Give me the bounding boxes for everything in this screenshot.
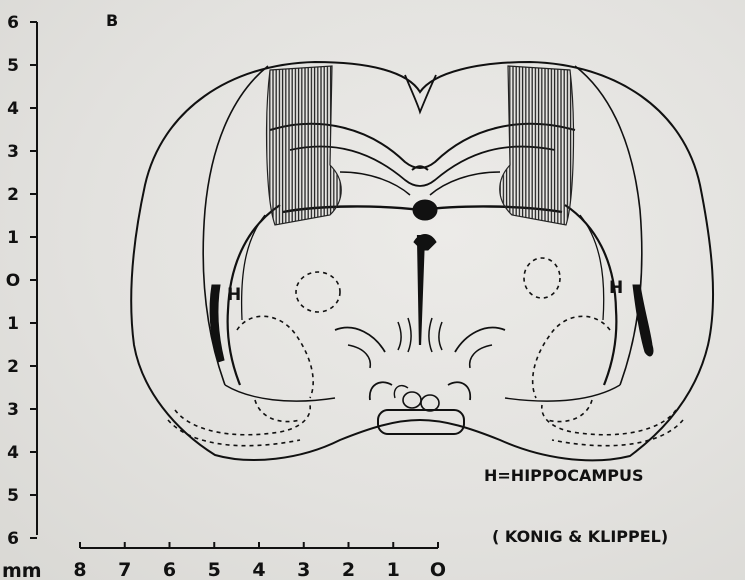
x-tick-label: O: [430, 559, 446, 580]
panel-label: B: [106, 11, 118, 30]
y-tick-label: 5: [7, 486, 19, 506]
dashed-nuclei: [168, 258, 683, 446]
y-tick-label: 4: [7, 99, 19, 119]
x-axis: 8 7 6 5 4 3 2 1 O mm: [2, 542, 446, 580]
x-tick-label: 4: [252, 559, 265, 580]
y-tick-label: 1: [7, 228, 19, 248]
y-tick-label: 4: [7, 443, 19, 463]
y-tick-label: 3: [7, 142, 19, 162]
x-tick-label: 2: [342, 559, 355, 580]
y-tick-label: 3: [7, 400, 19, 420]
y-tick-label: 6: [7, 529, 19, 549]
y-tick-label: 2: [7, 357, 19, 377]
y-tick-label: 5: [7, 56, 19, 76]
brain-outline: [131, 62, 713, 460]
x-axis-unit: mm: [2, 560, 42, 580]
y-tick-label: 2: [7, 185, 19, 205]
x-tick-label: 3: [297, 559, 310, 580]
credit-text: ( KONIG & KLIPPEL): [492, 527, 668, 546]
y-tick-label: O: [6, 271, 20, 291]
y-tick-label: 6: [7, 13, 19, 33]
legend-text: H=HIPPOCAMPUS: [484, 466, 643, 485]
midline-structures: [412, 166, 437, 250]
x-tick-label: 7: [118, 559, 131, 580]
x-tick-label: 6: [163, 559, 176, 580]
hippocampus-label-left: H: [227, 285, 241, 305]
hippocampus-label-right: H: [609, 278, 623, 298]
x-tick-label: 5: [208, 559, 221, 580]
y-tick-label: 1: [7, 314, 19, 334]
x-tick-label: 1: [387, 559, 400, 580]
x-tick-label: 8: [73, 559, 86, 580]
